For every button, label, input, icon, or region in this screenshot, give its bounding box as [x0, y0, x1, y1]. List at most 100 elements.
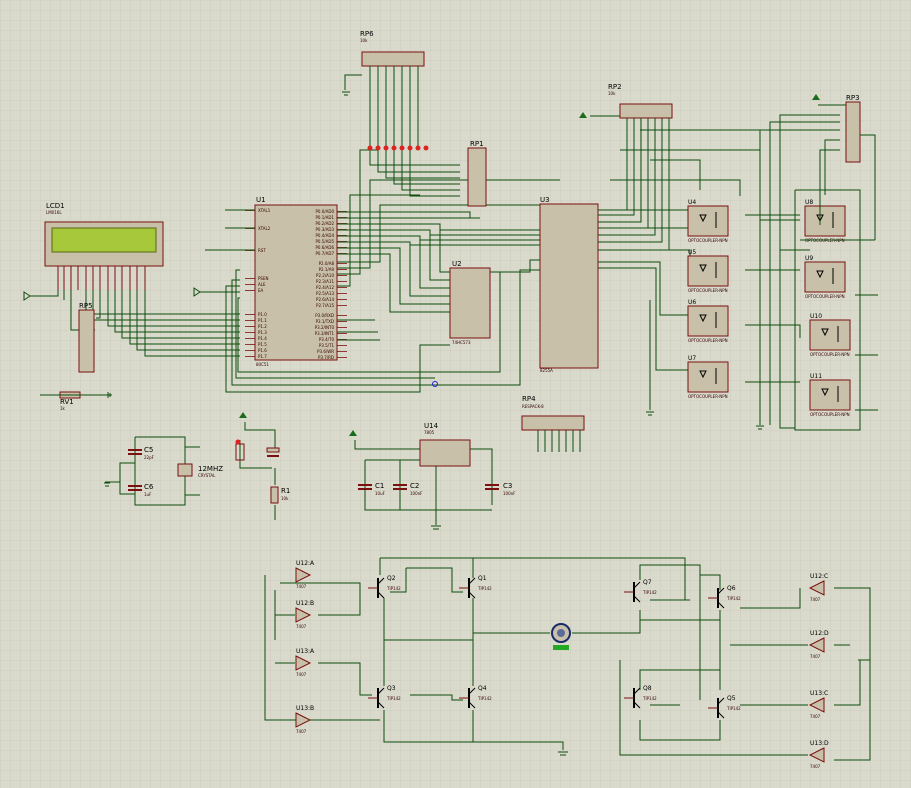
u1-pin-label: P3.0/RXD	[315, 313, 334, 318]
transistor-collector	[717, 697, 725, 705]
c2-value: 100nF	[410, 491, 423, 496]
c3-ref: C3	[503, 482, 512, 490]
opto-led-icon	[821, 388, 829, 397]
transistor-ref: Q7	[643, 579, 652, 586]
crystal[interactable]: 12MHZ CRYSTAL	[177, 463, 223, 478]
u1-microcontroller[interactable]: U1 80C51 XTAL1XTAL2RSTPSENALEEAP1.0P1.1P…	[245, 196, 347, 367]
rp5-resistor-pack[interactable]: RP5	[78, 302, 95, 373]
opto-led-icon	[816, 270, 824, 279]
rp4-resistor-pack[interactable]: RP4 RESPACK-8	[521, 395, 585, 431]
transistor-part: TIP142	[477, 586, 492, 591]
opto-ref: U9	[805, 255, 813, 262]
buffer-ref: U12:D	[810, 630, 829, 637]
transistor-part: TIP142	[477, 696, 492, 701]
u1-pin-label: P0.1/AD1	[316, 215, 335, 220]
u1-pin-label: P2.3/A11	[316, 279, 334, 284]
capacitor-c3[interactable]: C3 100nF	[485, 482, 516, 496]
u1-pin-label: P2.4/A12	[316, 285, 334, 290]
opto-led-icon	[821, 328, 829, 337]
u1-pin-label: P0.0/AD0	[316, 209, 335, 214]
r1-value: 10k	[281, 496, 289, 501]
u1-pin-label: P0.5/AD5	[316, 239, 335, 244]
buffer-ref: U12:B	[296, 600, 314, 607]
rp3-resistor-pack[interactable]: RP3	[845, 94, 861, 163]
crystal-part: CRYSTAL	[198, 473, 216, 478]
capacitor-c5[interactable]: C6 1uF	[128, 483, 154, 497]
resistor-r1[interactable]: R1 10k	[270, 486, 290, 504]
buffer-u13-b[interactable]: U13:B 7407	[295, 705, 314, 734]
r1-ref: R1	[281, 487, 290, 495]
transistor-collector	[377, 577, 385, 585]
transistor-collector	[717, 587, 725, 595]
capacitor-c1[interactable]: C1 10uF	[358, 482, 386, 496]
rp4-ref: RP4	[522, 395, 536, 403]
u1-pin-label: P2.1/A9	[319, 267, 335, 272]
u1-pin-label: P3.7/RD	[318, 355, 334, 360]
c4-value: 22pF	[144, 455, 155, 460]
u1-pin-label: P3.5/T1	[319, 343, 335, 348]
rp2-resistor-pack[interactable]: RP2 10k	[608, 83, 673, 119]
opto-led-icon	[699, 314, 707, 323]
capacitor-c4[interactable]: C5 22pF	[128, 446, 155, 460]
transistor-ref: Q4	[478, 685, 487, 692]
rv1-potentiometer[interactable]: RV1 1k	[40, 391, 110, 411]
u1-pin-label: P2.0/A8	[319, 261, 335, 266]
capacitor-c6[interactable]	[266, 447, 280, 457]
opto-body	[804, 205, 846, 237]
transistor-part: TIP142	[386, 696, 401, 701]
opto-ref: U4	[688, 199, 696, 206]
u3-part: 8255A	[540, 368, 553, 373]
u2-latch[interactable]: U2 74HC573	[449, 260, 491, 345]
buffer-ref: U13:B	[296, 705, 314, 712]
u14-regulator[interactable]: U14 7805	[419, 422, 471, 467]
buffer-triangle-icon	[808, 747, 825, 763]
rp1-resistor-pack[interactable]: RP1	[467, 140, 487, 207]
transistor-emitter	[468, 591, 476, 599]
transistor-part: TIP142	[642, 696, 657, 701]
buffer-part: 7407	[296, 729, 307, 734]
opto-body	[687, 305, 729, 337]
u1-pin-label: P1.3	[258, 330, 267, 335]
u1-pin-label: P2.2/A10	[316, 273, 334, 278]
dc-motor[interactable]	[551, 623, 571, 650]
buffer-part: 7407	[296, 584, 307, 589]
capacitor-c2[interactable]: C2 100nF	[393, 482, 423, 496]
reset-button[interactable]	[235, 439, 245, 461]
rp1-ref: RP1	[470, 140, 484, 148]
buffer-gates: U12:A7407U12:B7407U13:A7407U13:B7407U12:…	[295, 560, 829, 769]
u1-pin-label: P0.2/AD2	[316, 221, 335, 226]
crystal-value: 12MHZ	[198, 465, 223, 473]
buffer-triangle-icon	[295, 712, 312, 728]
transistor-emitter	[377, 591, 385, 599]
u3-ppi[interactable]: U3 8255A	[539, 196, 599, 373]
rp6-resistor-pack[interactable]: RP6 10k	[360, 30, 425, 67]
buffer-ref: U12:A	[296, 560, 315, 567]
buffer-u12-a[interactable]: U12:A 7407	[295, 560, 315, 589]
lcd-display[interactable]: LCD1 LM016L	[44, 202, 164, 290]
u1-pin-label: P0.7/AD7	[316, 251, 335, 256]
rp6-wires	[344, 66, 460, 197]
